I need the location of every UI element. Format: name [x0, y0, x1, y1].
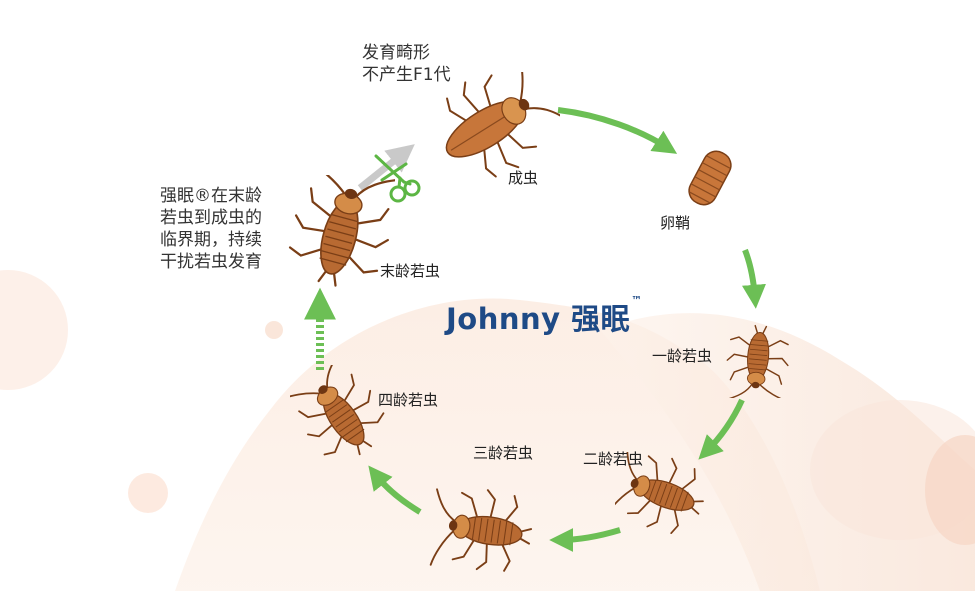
label-instar4: 四龄若虫 [378, 391, 439, 409]
instar4-nymph-icon [290, 365, 385, 456]
note-deformity: 发育畸形 不产生F1代 [362, 42, 451, 86]
scissors-icon [374, 154, 421, 203]
arrow-instar3-to-instar4 [368, 465, 422, 515]
instar3-nymph-icon [429, 488, 533, 572]
label-instar3: 三龄若虫 [473, 444, 534, 462]
instar2-nymph-icon [615, 452, 704, 534]
arrow-instar1-to-instar2 [698, 398, 745, 460]
ootheca-icon [688, 150, 732, 206]
brand-logo: Johnny 强眠™ [446, 294, 643, 338]
brand-name: Johnny 强眠 [446, 302, 631, 336]
note-mechanism: 强眠®在末龄 若虫到成虫的 临界期，持续 干扰若虫发育 [160, 185, 262, 273]
label-final-instar: 末龄若虫 [380, 262, 441, 280]
label-adult: 成虫 [508, 169, 539, 187]
label-instar2: 二龄若虫 [583, 450, 644, 468]
arrow-final-to-adult-disrupted [357, 144, 415, 191]
note-left-line-2: 若虫到成虫的 [160, 208, 262, 228]
trademark-mark: ™ [631, 294, 643, 307]
note-left-line-4: 干扰若虫发育 [160, 252, 262, 272]
note-top-line-1: 发育畸形 [362, 43, 430, 63]
note-top-line-2: 不产生F1代 [362, 65, 451, 85]
final-instar-nymph-icon [288, 175, 395, 287]
label-ootheca: 卵鞘 [660, 214, 691, 232]
adult-cockroach-icon [445, 72, 560, 178]
note-left-line-3: 临界期，持续 [160, 230, 262, 250]
arrow-instar2-to-instar3 [549, 527, 621, 552]
note-left-line-1: 强眠®在末龄 [160, 186, 262, 206]
label-instar1: 一龄若虫 [652, 347, 713, 365]
arrow-adult-to-ootheca [557, 107, 678, 154]
instar1-nymph-icon [726, 324, 789, 398]
arrow-ootheca-to-instar1 [742, 248, 766, 309]
